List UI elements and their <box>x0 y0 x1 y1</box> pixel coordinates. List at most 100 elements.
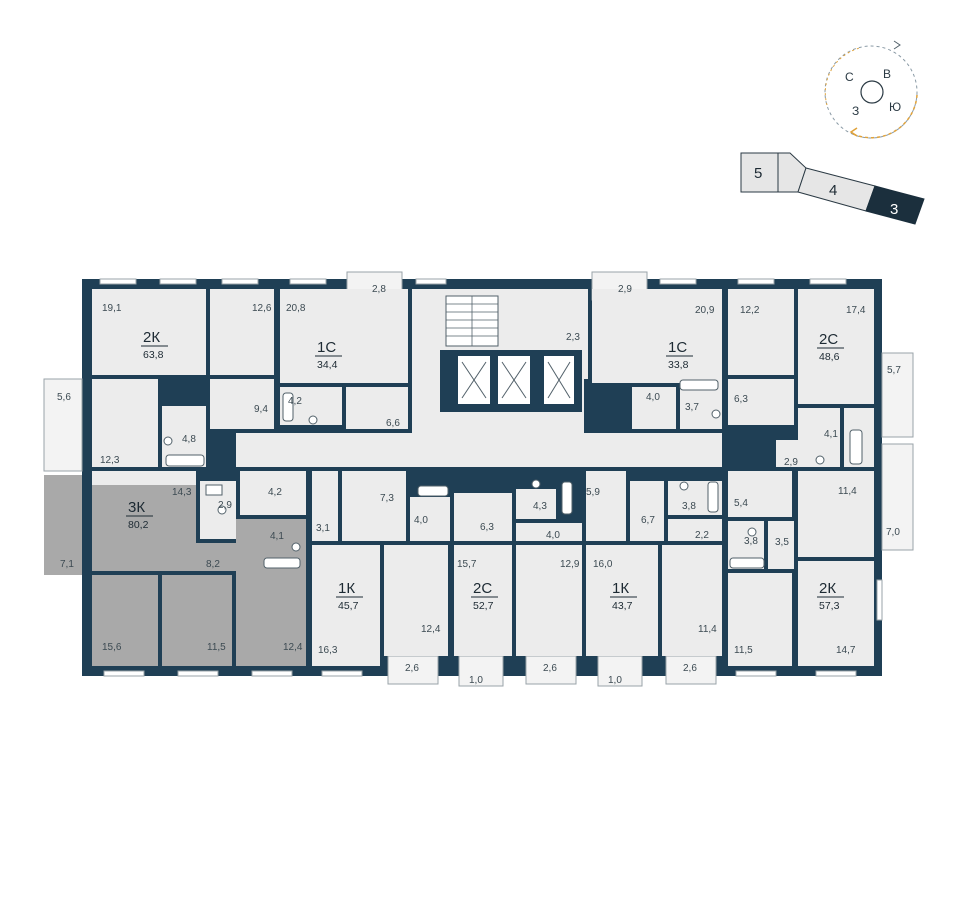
room-20-9 <box>592 289 722 383</box>
unit-type: 2К <box>819 580 836 597</box>
unit-area: 45,7 <box>338 600 359 612</box>
compass-letter-east: В <box>883 67 891 81</box>
corridor-left <box>236 433 420 467</box>
section-5-tile[interactable] <box>740 152 779 193</box>
room-2-2 <box>668 519 722 541</box>
unit-type: 2К <box>143 329 160 346</box>
section-selector: 5 4 3 <box>740 152 925 225</box>
windows <box>99 278 883 677</box>
compass-letter-north: С <box>845 70 854 84</box>
room-label: 14,3 <box>172 487 192 498</box>
room-label: 12,4 <box>283 642 303 653</box>
room-label: 1,0 <box>608 675 622 686</box>
unit-type: 2С <box>473 580 492 597</box>
room-label: 1,0 <box>469 675 483 686</box>
room-label: 2,9 <box>218 500 232 511</box>
unit-1k-43-7[interactable]: 1К 43,7 <box>610 580 637 612</box>
room-label: 3,8 <box>744 536 758 547</box>
room-label: 2,6 <box>543 663 557 674</box>
room-label: 15,6 <box>102 642 122 653</box>
compass-arrow-bottom-icon <box>849 127 858 137</box>
room-11-4-mid <box>662 545 722 656</box>
room-label: 20,9 <box>695 305 715 316</box>
room-16-3 <box>312 545 380 666</box>
room-label: 4,1 <box>270 531 284 542</box>
room-label: 2,9 <box>784 457 798 468</box>
room-label: 2,9 <box>618 284 632 295</box>
section-3-tile[interactable] <box>865 185 925 225</box>
room-11-5-left <box>162 575 232 666</box>
room-label: 15,7 <box>457 559 477 570</box>
room-12-2 <box>728 289 794 375</box>
room-20-8 <box>280 289 408 383</box>
room-label: 4,0 <box>646 392 660 403</box>
building <box>43 271 914 687</box>
stair-treads <box>446 296 498 346</box>
room-label: 2,3 <box>566 332 580 343</box>
room-label: 6,3 <box>480 522 494 533</box>
elevator-1-cross-b <box>461 361 487 399</box>
room-label: 19,1 <box>102 303 122 314</box>
unit-1k-45-7[interactable]: 1К 45,7 <box>336 580 363 612</box>
unit-area: 52,7 <box>473 600 494 612</box>
room-label: 7,1 <box>60 559 74 570</box>
unit-2c-48-6[interactable]: 2С 48,6 <box>817 331 844 363</box>
room-label: 7,3 <box>380 493 394 504</box>
room-label: 6,6 <box>386 418 400 429</box>
unit-area: 57,3 <box>819 600 840 612</box>
room-label: 4,1 <box>824 429 838 440</box>
room-5-9 <box>586 471 626 541</box>
unit-type: 2С <box>819 331 838 348</box>
balcony-west-lower <box>44 475 82 575</box>
room-label: 11,4 <box>698 624 717 635</box>
unit-type: 1К <box>338 580 355 597</box>
compass-arc-left <box>824 47 861 106</box>
unit-area: 80,2 <box>128 519 149 531</box>
balcony-west-upper <box>43 378 83 472</box>
room-3-5 <box>768 521 794 569</box>
room-label: 3,7 <box>685 402 699 413</box>
room-label: 5,6 <box>57 392 71 403</box>
room-label: 11,5 <box>734 645 753 656</box>
room-label: 4,2 <box>268 487 282 498</box>
unit-1c-34-4[interactable]: 1С 34,4 <box>315 339 342 371</box>
compass-letter-south: Ю <box>889 100 901 114</box>
unit-2k-57-3[interactable]: 2К 57,3 <box>817 580 844 612</box>
unit-labels: 2К 63,8 1С 34,4 1С 33,8 2С 48,6 3К 80,2 … <box>126 329 844 612</box>
unit-area: 48,6 <box>819 351 840 363</box>
unit-3k-80-2[interactable]: 3К 80,2 <box>126 499 153 531</box>
room-label: 12,6 <box>252 303 272 314</box>
section-4-label: 4 <box>829 182 837 199</box>
room-17-4 <box>798 289 874 404</box>
room-label: 12,4 <box>421 624 441 635</box>
elevator-3-cross-b <box>547 361 571 399</box>
room-label: 2,8 <box>372 284 386 295</box>
room-4-0-right <box>516 523 582 541</box>
room-label: 16,3 <box>318 645 338 656</box>
elevator-2-cross-b <box>501 361 527 399</box>
room-label: 2,6 <box>405 663 419 674</box>
room-label: 5,7 <box>887 365 901 376</box>
section-5-label: 5 <box>754 165 762 182</box>
room-6-3-mid <box>454 493 512 541</box>
room-label: 2,6 <box>683 663 697 674</box>
room-16-0 <box>586 545 658 656</box>
room-4-0-mid <box>410 497 450 541</box>
room-label: 12,3 <box>100 455 120 466</box>
unit-2k-63-8[interactable]: 2К 63,8 <box>141 329 168 361</box>
room-6-7 <box>630 481 664 541</box>
unit-type: 1К <box>612 580 629 597</box>
room-12-3 <box>92 379 158 467</box>
balcony-bottom-1 <box>387 655 439 685</box>
compass-center <box>860 80 884 104</box>
room-label: 20,8 <box>286 303 306 314</box>
room-11-5-right <box>728 573 792 666</box>
room-label: 4,8 <box>182 434 196 445</box>
room-label: 16,0 <box>593 559 613 570</box>
room-label: 3,1 <box>316 523 330 534</box>
room-label: 6,7 <box>641 515 655 526</box>
unit-1c-33-8[interactable]: 1С 33,8 <box>666 339 693 371</box>
unit-type: 1С <box>317 339 336 356</box>
room-label: 9,4 <box>254 404 268 415</box>
unit-2c-52-7[interactable]: 2С 52,7 <box>471 580 498 612</box>
